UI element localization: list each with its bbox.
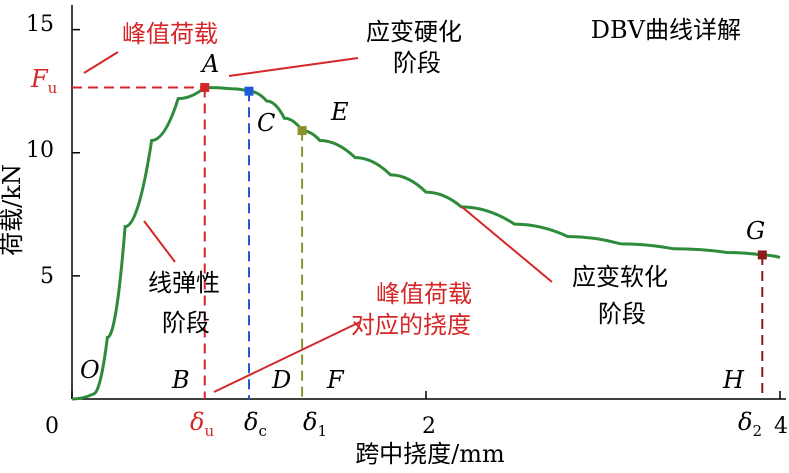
point-label-a: A bbox=[200, 50, 219, 78]
linear-leader-line bbox=[143, 220, 176, 263]
delta-u-sub: u bbox=[204, 422, 214, 440]
svg-text:Fu: Fu bbox=[30, 65, 58, 97]
annotation-peak-disp-line2: 对应的挠度 bbox=[351, 311, 471, 339]
annotation-hardening-line2: 阶段 bbox=[393, 49, 441, 77]
fu-label: Fu bbox=[30, 65, 58, 97]
chart-title: DBV曲线详解 bbox=[591, 16, 741, 44]
hardening-leader-line bbox=[228, 57, 359, 77]
point-label-c: C bbox=[257, 109, 275, 137]
point-label-b: B bbox=[171, 366, 190, 394]
svg-text:δc: δc bbox=[244, 408, 267, 440]
delta-2-symbol: δ bbox=[738, 408, 752, 436]
fu-sub: u bbox=[48, 79, 58, 97]
annotation-hardening-line1: 应变硬化 bbox=[366, 18, 462, 46]
svg-text:δu: δu bbox=[190, 408, 214, 440]
x-marker-delta-1: δ1 bbox=[303, 408, 327, 440]
y-tick-label-10: 10 bbox=[26, 138, 54, 163]
point-label-e: E bbox=[330, 98, 349, 126]
peak-disp-leader-line bbox=[213, 321, 361, 393]
x-tick-label-0: 0 bbox=[45, 414, 59, 439]
marker-c bbox=[244, 86, 254, 96]
x-tick-label-2: 2 bbox=[422, 414, 436, 439]
y-axis-label: 荷载/kN bbox=[0, 164, 26, 256]
y-tick-label-5: 5 bbox=[40, 264, 54, 289]
x-axis-label: 跨中挠度/mm bbox=[355, 440, 505, 468]
fu-symbol: F bbox=[30, 65, 49, 93]
point-label-g: G bbox=[746, 217, 765, 245]
plot-layer bbox=[71, 5, 786, 401]
point-label-d: D bbox=[271, 366, 291, 394]
point-label-f: F bbox=[326, 366, 345, 394]
fu-leader-line bbox=[83, 51, 119, 74]
annotation-linear-line2: 阶段 bbox=[162, 309, 210, 337]
delta-1-sub: 1 bbox=[317, 422, 327, 440]
annotation-softening-line1: 应变软化 bbox=[572, 263, 668, 291]
x-tick-label-4: 4 bbox=[774, 414, 788, 439]
annotation-peak-disp-line1: 峰值荷载 bbox=[376, 280, 472, 308]
marker-a bbox=[200, 82, 210, 92]
load-deflection-curve bbox=[71, 85, 781, 401]
x-marker-delta-2: δ2 bbox=[738, 408, 762, 440]
delta-1-symbol: δ bbox=[303, 408, 317, 436]
point-label-h: H bbox=[722, 366, 745, 394]
delta-c-sub: c bbox=[258, 422, 266, 440]
delta-u-symbol: δ bbox=[190, 408, 204, 436]
marker-g bbox=[757, 250, 767, 260]
softening-leader-line bbox=[461, 206, 553, 283]
x-marker-delta-c: δc bbox=[244, 408, 267, 440]
annotation-linear-line1: 线弹性 bbox=[148, 269, 220, 297]
point-label-o: O bbox=[80, 356, 100, 384]
annotation-peak-load: 峰值荷载 bbox=[122, 20, 218, 48]
svg-text:δ1: δ1 bbox=[303, 408, 327, 440]
marker-e bbox=[297, 126, 307, 136]
svg-text:δ2: δ2 bbox=[738, 408, 762, 440]
annotation-softening-line2: 阶段 bbox=[598, 300, 646, 328]
y-tick-label-15: 15 bbox=[26, 12, 54, 37]
delta-c-symbol: δ bbox=[244, 408, 258, 436]
delta-2-sub: 2 bbox=[752, 422, 762, 440]
x-marker-delta-u: δu bbox=[190, 408, 214, 440]
